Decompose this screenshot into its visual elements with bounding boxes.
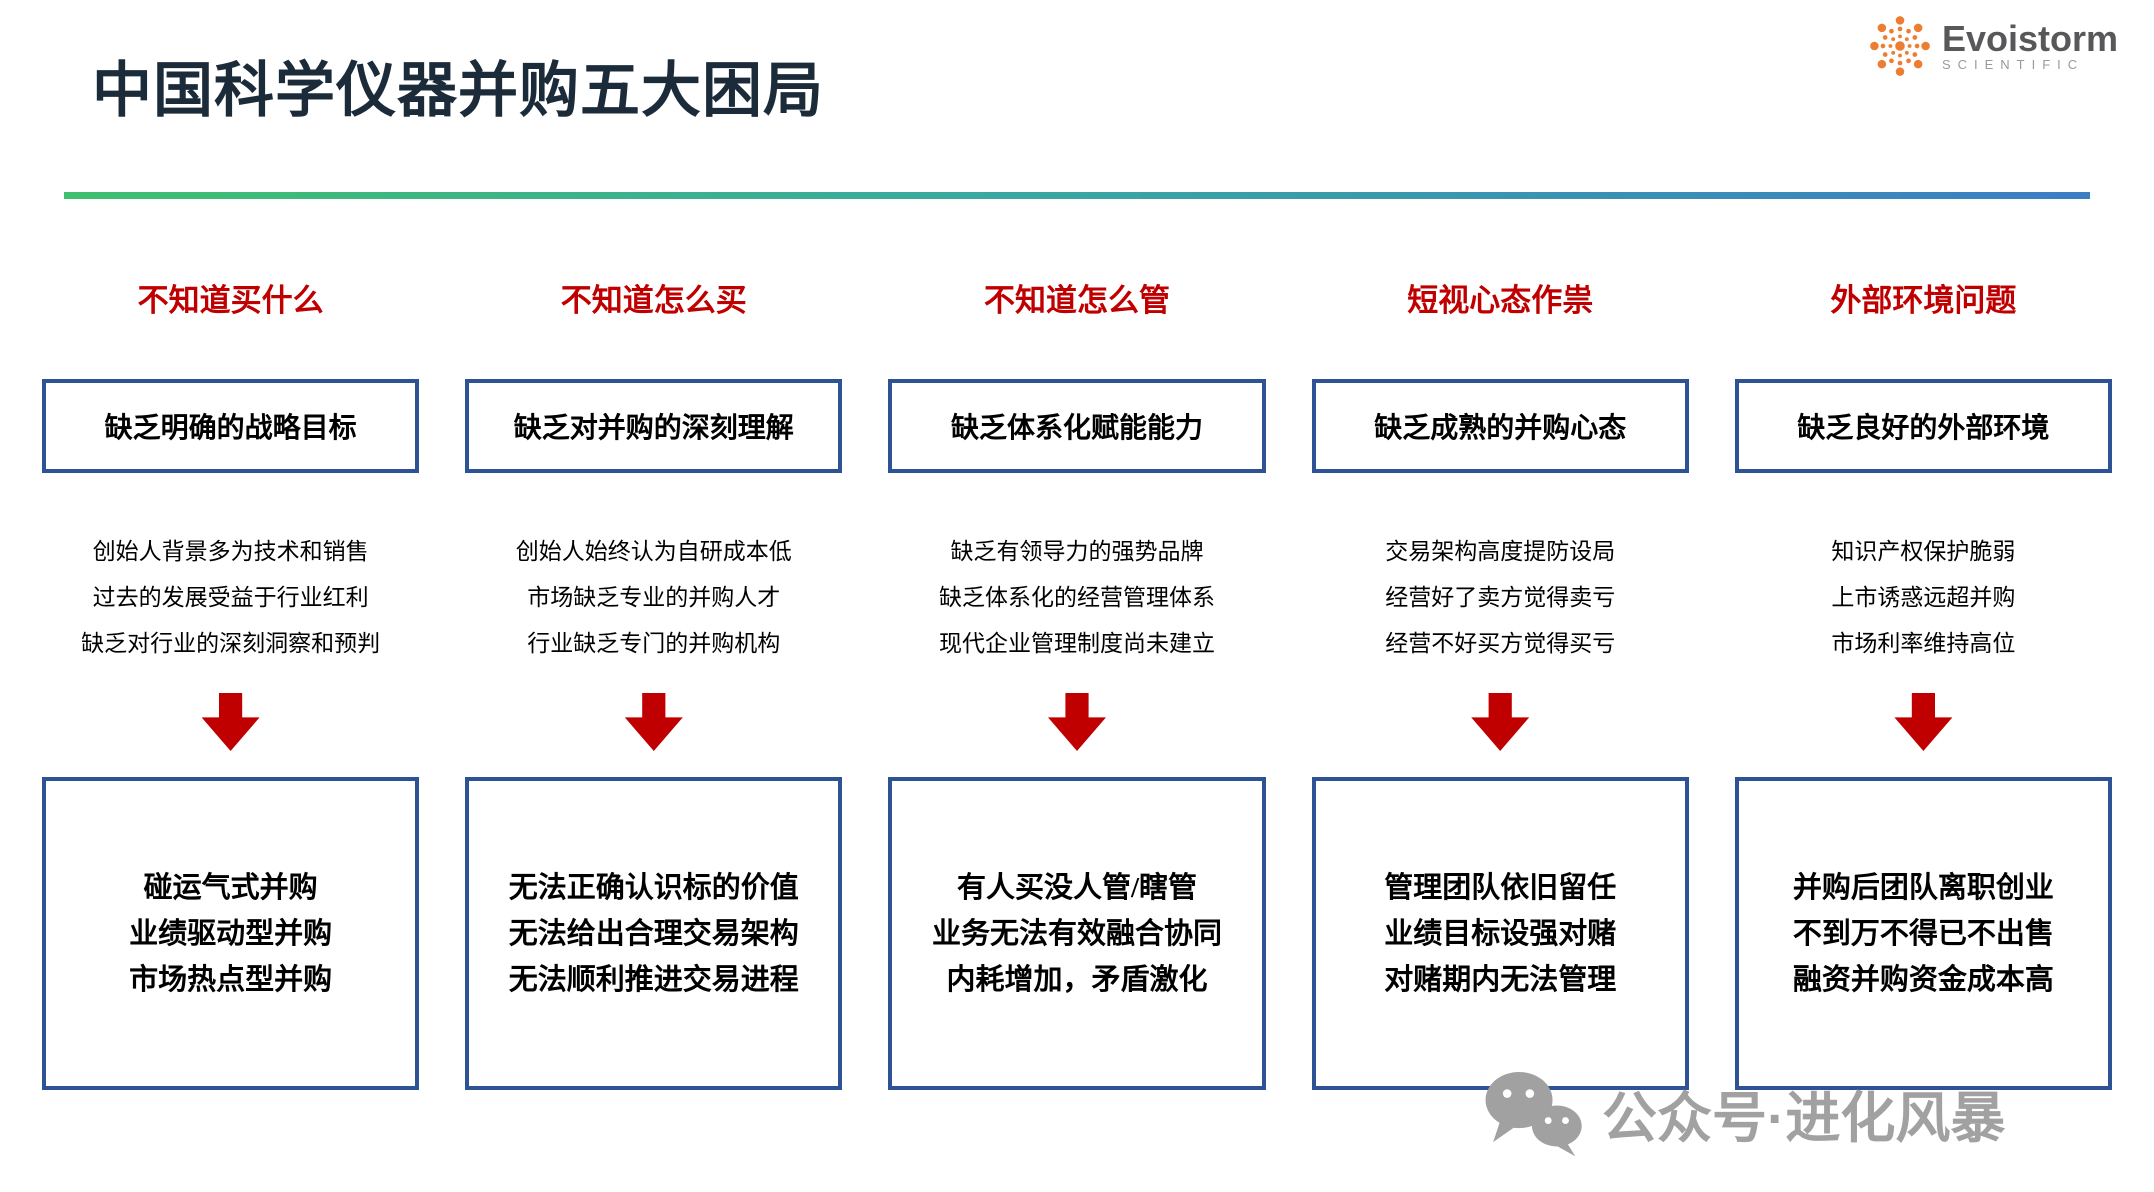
result-box: 有人买没人管/瞎管 业务无法有效融合协同 内耗增加，矛盾激化 [888, 777, 1266, 1090]
logo-name: Evoistorm [1941, 17, 2118, 59]
column-how-to-manage: 不知道怎么管 缺乏体系化赋能能力 缺乏有领导力的强势品牌 缺乏体系化的经营管理体… [888, 283, 1266, 1090]
bullet: 过去的发展受益于行业红利 [92, 585, 369, 610]
bullet: 缺乏体系化的经营管理体系 [939, 585, 1215, 610]
bullet-list: 交易架构高度提防设局 经营好了卖方觉得卖亏 经营不好买方觉得买亏 [1312, 529, 1689, 667]
bullet: 缺乏有领导力的强势品牌 [950, 539, 1204, 564]
result-box: 无法正确认识标的价值 无法给出合理交易架构 无法顺利推进交易进程 [465, 777, 843, 1090]
result-line: 有人买没人管/瞎管 [956, 871, 1198, 904]
column-external-environment: 外部环境问题 缺乏良好的外部环境 知识产权保护脆弱 上市诱惑远超并购 市场利率维… [1734, 283, 2113, 1090]
bullet-list: 创始人始终认为自研成本低 市场缺乏专业的并购人才 行业缺乏专门的并购机构 [465, 529, 842, 667]
bullet: 行业缺乏专门的并购机构 [527, 631, 781, 656]
down-arrow-icon [1894, 693, 1953, 751]
bullet: 市场缺乏专业的并购人才 [527, 585, 781, 610]
result-line: 管理团队依旧留任 [1384, 871, 1617, 904]
cause-box: 缺乏良好的外部环境 [1734, 379, 2113, 473]
result-line: 无法正确认识标的价值 [508, 871, 799, 904]
bullet-list: 知识产权保护脆弱 上市诱惑远超并购 市场利率维持高位 [1735, 529, 2112, 667]
result-line: 无法给出合理交易架构 [508, 917, 799, 950]
bullet: 缺乏对行业的深刻洞察和预判 [81, 631, 381, 656]
column-header: 短视心态作祟 [1407, 283, 1594, 318]
cause-box-label: 缺乏对并购的深刻理解 [513, 413, 794, 444]
cause-box-label: 缺乏体系化赋能能力 [951, 413, 1204, 444]
cause-box: 缺乏体系化赋能能力 [888, 379, 1266, 473]
bullet: 交易架构高度提防设局 [1385, 539, 1616, 564]
starburst-icon [1870, 16, 1930, 76]
column-header: 不知道怎么管 [984, 283, 1170, 318]
column-short-sighted: 短视心态作祟 缺乏成熟的并购心态 交易架构高度提防设局 经营好了卖方觉得卖亏 经… [1311, 283, 1689, 1090]
bullet: 创始人背景多为技术和销售 [92, 539, 369, 564]
bullet: 知识产权保护脆弱 [1831, 539, 2016, 564]
watermark: 公众号·进化风暴 [1478, 1064, 2005, 1162]
cause-box: 缺乏成熟的并购心态 [1311, 379, 1689, 473]
down-arrow-icon [624, 693, 683, 751]
result-line: 无法顺利推进交易进程 [508, 963, 799, 996]
logo-subtitle: SCIENTIFIC [1941, 57, 2085, 73]
logo: Evoistorm SCIENTIFIC [1868, 14, 2118, 78]
down-arrow-icon [1471, 693, 1530, 751]
column-how-to-buy: 不知道怎么买 缺乏对并购的深刻理解 创始人始终认为自研成本低 市场缺乏专业的并购… [465, 283, 843, 1090]
result-box: 并购后团队离职创业 不到万不得已不出售 融资并购资金成本高 [1734, 777, 2113, 1090]
column-header: 不知道怎么买 [560, 283, 747, 318]
bullet-list: 缺乏有领导力的强势品牌 缺乏体系化的经营管理体系 现代企业管理制度尚未建立 [888, 529, 1265, 667]
result-line: 内耗增加，矛盾激化 [946, 963, 1208, 996]
result-line: 业务无法有效融合协同 [932, 917, 1223, 950]
result-box: 碰运气式并购 业绩驱动型并购 市场热点型并购 [42, 777, 420, 1090]
result-line: 市场热点型并购 [129, 963, 333, 996]
wechat-icon [1485, 1071, 1582, 1157]
cause-box: 缺乏明确的战略目标 [42, 379, 420, 473]
column-what-to-buy: 不知道买什么 缺乏明确的战略目标 创始人背景多为技术和销售 过去的发展受益于行业… [42, 283, 420, 1090]
result-line: 融资并购资金成本高 [1792, 963, 2054, 996]
bullet: 经营好了卖方觉得卖亏 [1385, 585, 1616, 610]
bullet: 创始人始终认为自研成本低 [515, 539, 792, 564]
cause-box-label: 缺乏良好的外部环境 [1797, 413, 2050, 444]
result-line: 业绩驱动型并购 [129, 917, 333, 950]
watermark-text: 公众号·进化风暴 [1602, 1087, 2006, 1149]
column-header: 外部环境问题 [1830, 283, 2017, 318]
result-line: 业绩目标设强对赌 [1384, 917, 1617, 950]
result-line: 碰运气式并购 [143, 871, 318, 904]
down-arrow-icon [1048, 693, 1106, 751]
down-arrow-icon [201, 693, 260, 751]
bullet: 现代企业管理制度尚未建立 [939, 631, 1215, 656]
result-line: 不到万不得已不出售 [1792, 917, 2054, 950]
page-title: 中国科学仪器并购五大困局 [92, 58, 824, 124]
bullet: 市场利率维持高位 [1831, 631, 2016, 656]
title-divider [64, 192, 2090, 199]
cause-box-label: 缺乏明确的战略目标 [104, 413, 357, 444]
result-line: 并购后团队离职创业 [1792, 871, 2054, 904]
columns-container: 不知道买什么 缺乏明确的战略目标 创始人背景多为技术和销售 过去的发展受益于行业… [42, 283, 2113, 1090]
bullet-list: 创始人背景多为技术和销售 过去的发展受益于行业红利 缺乏对行业的深刻洞察和预判 [42, 529, 419, 667]
result-box: 管理团队依旧留任 业绩目标设强对赌 对赌期内无法管理 [1311, 777, 1689, 1090]
bullet: 上市诱惑远超并购 [1831, 585, 2016, 610]
column-header: 不知道买什么 [137, 283, 324, 318]
cause-box: 缺乏对并购的深刻理解 [465, 379, 843, 473]
bullet: 经营不好买方觉得买亏 [1385, 631, 1616, 656]
result-line: 对赌期内无法管理 [1384, 963, 1617, 996]
cause-box-label: 缺乏成熟的并购心态 [1374, 413, 1627, 444]
